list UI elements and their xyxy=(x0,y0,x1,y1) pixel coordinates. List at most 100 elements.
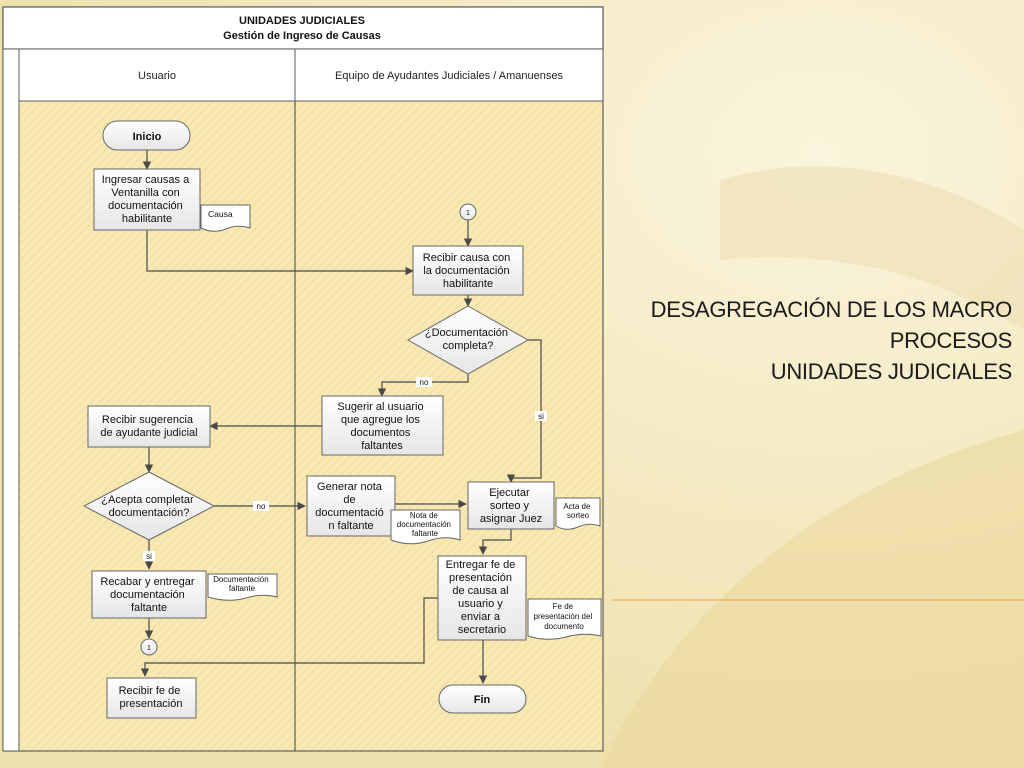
node-text-line: Entregar fe de xyxy=(446,559,516,571)
node-text-line: Sugerir al usuario xyxy=(337,401,423,413)
svg-text:si: si xyxy=(538,412,544,421)
off-page-connector-top: 1 xyxy=(459,203,477,221)
document-label: Causa xyxy=(208,209,233,219)
svg-text:¿Acepta completar docume: ¿Acepta completar documentación? xyxy=(101,494,196,519)
off-page-connector-bottom: 1 xyxy=(140,638,158,656)
pool-subtitle: Gestión de Ingreso de Causas xyxy=(223,30,381,42)
node-text-line: la documentación xyxy=(423,265,509,277)
decision-documentacion-completa: ¿Documentación completa? xyxy=(406,305,530,375)
document-text-line: documentación xyxy=(397,520,451,529)
document-causa: Causa xyxy=(200,204,251,232)
pool-title: UNIDADES JUDICIALES xyxy=(239,15,365,27)
slide-title: DESAGREGACIÓN DE LOS MACRO PROCESOS UNID… xyxy=(592,294,1013,387)
svg-text:si: si xyxy=(146,552,152,561)
background-wave xyxy=(720,166,1024,330)
node-text-line: secretario xyxy=(458,624,506,636)
slide-title-line: DESAGREGACIÓN DE LOS MACRO xyxy=(650,297,1013,322)
process-ingresar-causas: Ingresar causas a Ventanilla con documen… xyxy=(93,168,201,231)
flow-entregar-fe-to-recibir-fe xyxy=(140,597,438,677)
node-text-line: de ayudante judicial xyxy=(100,427,197,439)
node-text-line: de xyxy=(343,494,355,506)
svg-text:¿Documentación completa?: ¿Documentación completa? xyxy=(425,327,511,352)
node-text-line: enviar a xyxy=(461,611,501,623)
connector-label: 1 xyxy=(147,645,151,652)
pool-side-strip xyxy=(2,48,20,752)
svg-text:Recabar y entregar docum: Recabar y entregar documentación faltant… xyxy=(100,576,197,614)
svg-text:Generar nota de do: Generar nota de documentació n faltante xyxy=(315,481,387,532)
node-text-line: Generar nota xyxy=(317,481,383,493)
svg-text:no: no xyxy=(257,502,266,511)
process-entregar-fe: Entregar fe de presentación de causa al … xyxy=(437,555,527,641)
node-text-line: sorteo y xyxy=(490,500,530,512)
node-text-line: usuario y xyxy=(458,598,503,610)
svg-text:Recibir sugerencia de ay: Recibir sugerencia de ayudante judicial xyxy=(100,414,197,439)
edge-label-no: no xyxy=(416,377,432,387)
node-text-line: habilitante xyxy=(122,213,172,225)
node-text-line: asignar Juez xyxy=(480,513,542,525)
process-generar-nota: Generar nota de documentació n faltante xyxy=(306,475,396,537)
svg-text:Ejecutar sorteo y: Ejecutar sorteo y asignar Juez xyxy=(480,487,542,525)
node-text-line: de causa al xyxy=(452,585,508,597)
document-text-line: Documentación xyxy=(213,575,269,584)
process-sugerir-usuario: Sugerir al usuario que agregue los docum… xyxy=(321,395,444,456)
svg-text:Acta de sorteo: Acta de sorteo xyxy=(563,502,592,520)
edge-label-si: si xyxy=(535,411,547,421)
slide-title-line: PROCESOS xyxy=(889,328,1013,353)
document-text-line: Nota de xyxy=(410,511,439,520)
node-text-line: habilitante xyxy=(443,278,493,290)
svg-text:Documentación faltante: Documentación faltante xyxy=(213,575,271,593)
node-text-line: Recabar y entregar xyxy=(100,576,194,588)
flow-decision-si-to-sorteo xyxy=(506,339,542,483)
svg-text:Recibir fe de presentaci: Recibir fe de presentación xyxy=(119,685,184,710)
node-text-line: ¿Documentación xyxy=(425,327,508,339)
node-text-line: Ejecutar xyxy=(489,487,530,499)
process-recibir-causa: Recibir causa con la documentación habil… xyxy=(412,245,524,296)
connector-label: 1 xyxy=(466,210,470,217)
document-documentacion-faltante: Documentación faltante xyxy=(207,573,278,601)
svg-text:Entregar fe de presentac: Entregar fe de presentación de causa al … xyxy=(446,559,519,636)
svg-text:Nota de documentación: Nota de documentación faltante xyxy=(397,511,454,538)
start-terminator: Inicio xyxy=(102,120,191,151)
lane-header-equipo xyxy=(294,48,604,102)
node-text-line: faltante xyxy=(131,602,167,614)
background-wave xyxy=(600,430,1024,768)
node-text-line: Ingresar causas a xyxy=(102,174,190,186)
document-fe-presentacion: Fe de presentación del documento xyxy=(527,598,602,640)
document-text-line: Acta de xyxy=(563,502,591,511)
svg-text:no: no xyxy=(420,378,429,387)
node-text-line: Recibir fe de xyxy=(119,685,181,697)
process-ejecutar-sorteo: Ejecutar sorteo y asignar Juez xyxy=(467,481,555,530)
document-text-line: presentación del xyxy=(534,612,593,621)
start-label: Inicio xyxy=(133,131,162,143)
document-text-line: faltante xyxy=(229,584,256,593)
document-text-line: Fe de xyxy=(553,602,574,611)
lane-label-equipo: Equipo de Ayudantes Judiciales / Amanuen… xyxy=(335,70,563,82)
node-text-line: documentació xyxy=(315,507,384,519)
document-acta-sorteo: Acta de sorteo xyxy=(555,497,601,530)
edge-label-no: no xyxy=(253,501,269,511)
node-text-line: completa? xyxy=(443,340,494,352)
flow-sorteo-to-entregar-fe xyxy=(478,529,512,555)
node-text-line: Recibir causa con xyxy=(423,252,510,264)
svg-text:Sugerir al usuario que a: Sugerir al usuario que agregue los docum… xyxy=(337,401,426,452)
svg-text:Ingresar causas a Ventan: Ingresar causas a Ventanilla con documen… xyxy=(102,174,193,225)
lane-header-usuario xyxy=(18,48,296,102)
node-text-line: ¿Acepta completar xyxy=(101,494,194,506)
node-text-line: documentación xyxy=(110,589,185,601)
node-text-line: Ventanilla con xyxy=(111,187,180,199)
end-terminator: Fin xyxy=(438,684,527,714)
document-text-line: sorteo xyxy=(567,511,590,520)
node-text-line: documentación? xyxy=(109,507,190,519)
node-text-line: faltantes xyxy=(361,440,403,452)
document-nota-faltante: Nota de documentación faltante xyxy=(390,509,461,545)
decision-acepta-completar: ¿Acepta completar documentación? xyxy=(82,471,216,541)
slide-title-line: UNIDADES JUDICIALES xyxy=(770,359,1013,384)
node-text-line: Recibir sugerencia xyxy=(102,414,194,426)
edge-label-si: si xyxy=(143,551,155,561)
node-text-line: n faltante xyxy=(328,520,373,532)
node-text-line: presentación xyxy=(120,698,183,710)
node-text-line: que agregue los xyxy=(341,414,420,426)
svg-text:Recibir causa con la doc: Recibir causa con la documentación habil… xyxy=(423,252,514,290)
node-text-line: documentos xyxy=(351,427,411,439)
